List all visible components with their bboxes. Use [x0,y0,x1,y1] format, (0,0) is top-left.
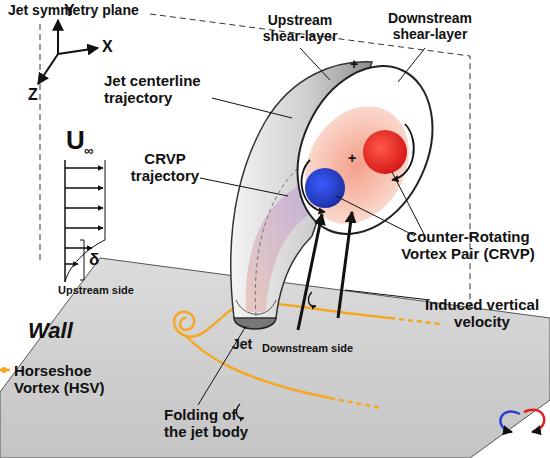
axis-label: X [102,38,113,56]
freestream-symbol: U [66,126,85,156]
leader-line [212,98,292,118]
leader-line [200,178,288,196]
x-axis [58,48,98,54]
rotation-arrow [392,124,414,180]
sign-marker: + [350,56,358,72]
trajectory-label: Jet centerline trajectory [104,72,216,107]
induced-velocity [298,212,352,330]
induced-arrow [298,214,322,330]
z-axis [38,54,58,84]
leader-line [336,196,415,236]
wall-label: Wall [28,318,73,343]
folding-label: Folding of the jet body [164,406,260,441]
red-swirl [524,410,544,432]
hsv-dashed [390,318,440,324]
horseshoe-vortex [174,302,440,408]
marker-dot [1,367,7,373]
velocity-arrow [65,167,103,169]
delta-bracket [80,240,84,280]
velocity-arrow [65,263,78,265]
plane-edge [40,24,41,262]
boundary-layer-symbol: δ [89,250,99,270]
freestream-subscript: ∞ [84,144,93,159]
shear-layer-label: Downstream shear-layer [378,10,482,42]
leader-line [392,172,425,236]
axes [38,20,98,84]
y-axis [57,20,59,54]
red-vortex [363,130,407,174]
side-label: Downstream side [262,342,353,355]
vortex-rotation [302,124,414,212]
blue-swirl [500,412,520,432]
induced-arrow [338,212,352,318]
blue-vortex [305,168,345,208]
velocity-label: Induced vertical velocity [414,296,550,331]
hsv-marker [0,367,10,373]
leader-line [345,290,430,300]
sign-marker: + [348,150,356,166]
axis-label: Z [28,86,38,104]
velocity-arrow [65,227,103,229]
shear-layer-label: Upstream shear-layer [252,12,348,44]
hsv-label: Horseshoe Vortex (HSV) [14,362,124,397]
hsv-dashed [330,398,380,408]
leader-lines [198,48,430,405]
rotation-arrow [302,160,325,212]
swirl-symbols [500,410,544,432]
jet-label: Jet [232,336,252,352]
inner-ring [284,87,429,242]
rotation-arrow [309,292,316,306]
leader-line [300,48,330,80]
side-label: Upstream side [58,284,134,297]
crvp-label: Counter-Rotating Vortex Pair (CRVP) [388,228,548,263]
velocity-arrow [65,207,103,209]
leader-line [398,48,425,82]
trajectory-label: CRVP trajectory [124,150,206,185]
axis-label: Y [64,2,75,20]
rotation-arrow [237,404,244,418]
velocity-arrow [65,247,92,249]
velocity-arrow [65,187,103,189]
hsv-branch [174,302,390,337]
jet-cross-section [272,44,459,256]
velocity-profile [65,160,105,282]
profile-envelope [65,160,105,282]
